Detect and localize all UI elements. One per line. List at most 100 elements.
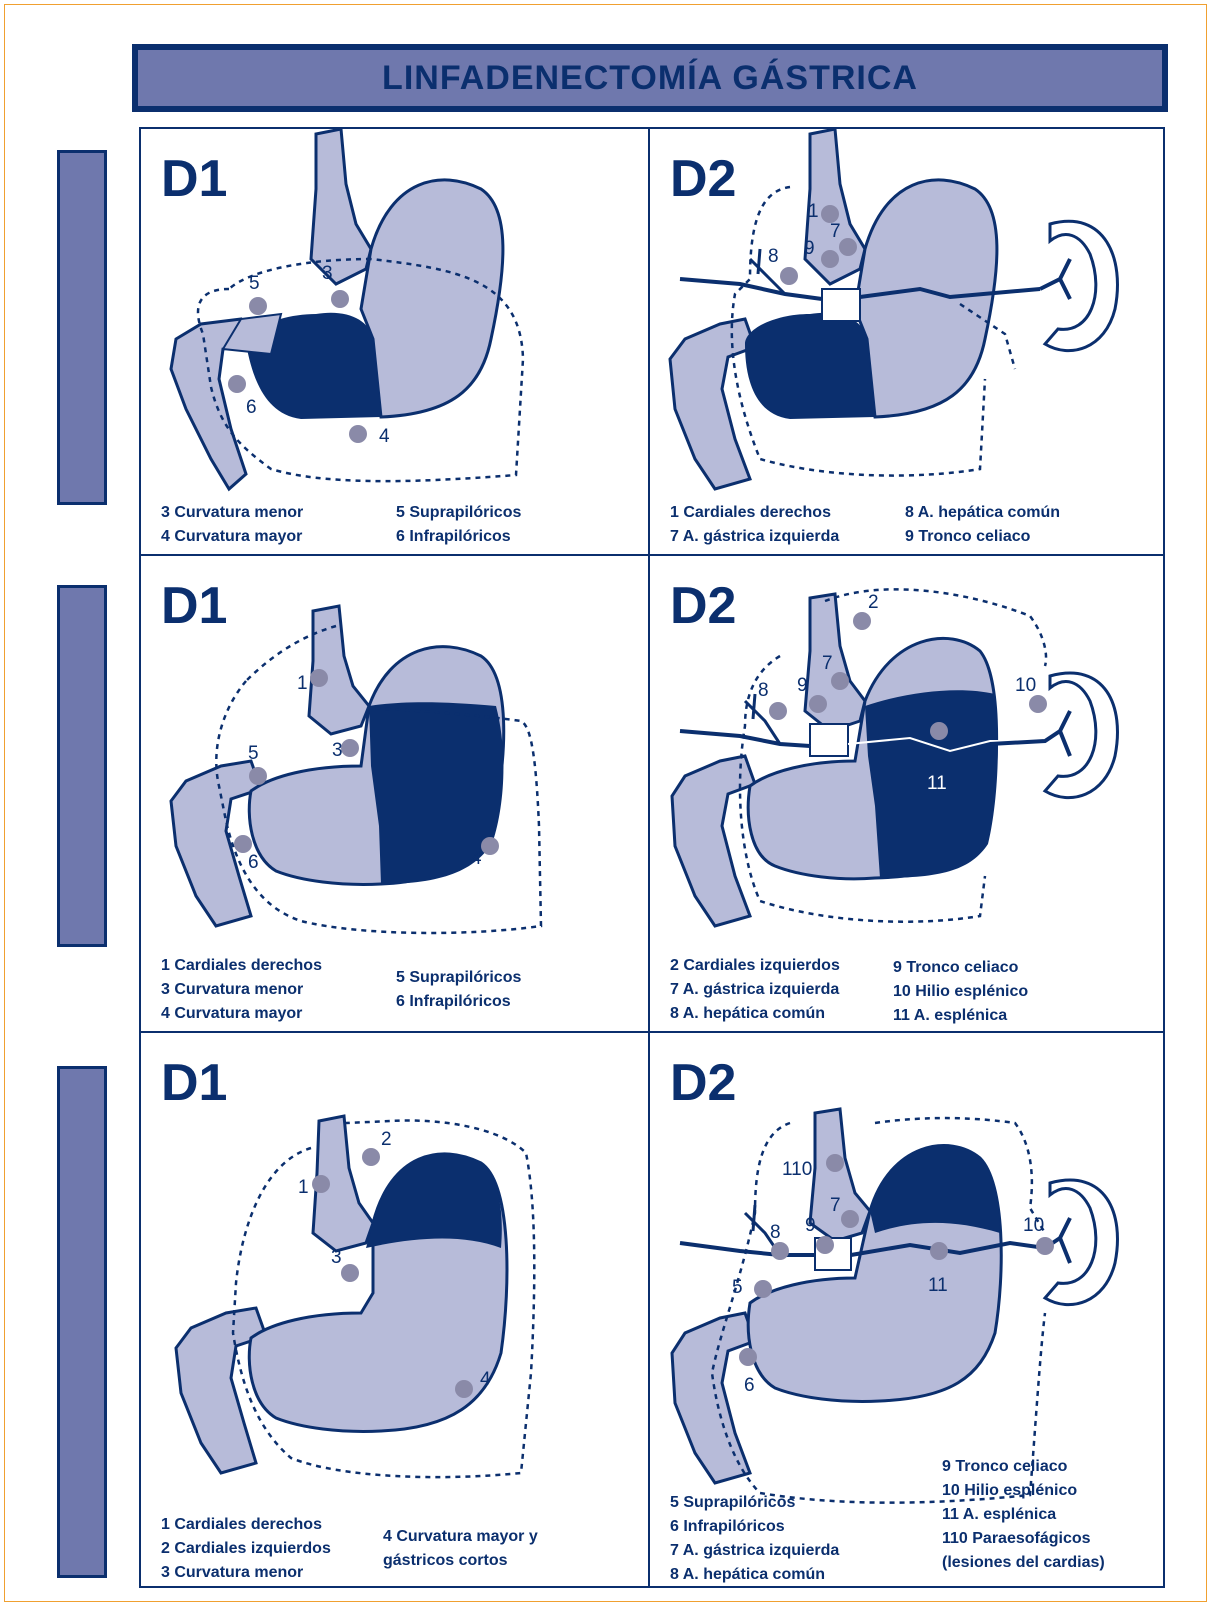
legend-item: 4 Curvatura mayor — [161, 525, 303, 549]
legend-item: 11 A. esplénica — [942, 1503, 1105, 1527]
node-label: 9 — [805, 1215, 816, 1236]
panel-r1-d2: 1 7 9 8 D2 1 Cardiales derechos 7 A. gás… — [650, 129, 1155, 554]
lymph-node-110 — [826, 1154, 844, 1172]
legend-item: 6 Infrapilóricos — [396, 990, 521, 1014]
legend-item: 7 A. gástrica izquierda — [670, 1539, 839, 1563]
legend-item: 1 Cardiales derechos — [161, 954, 322, 978]
lymph-node-8 — [780, 267, 798, 285]
node-label: 8 — [758, 680, 769, 701]
panel-r1-d1: 3 5 6 4 D1 3 Curvatura menor 4 Curvatura… — [141, 129, 646, 554]
panel-r2-d2: 2 7 8 9 10 11 D2 2 Cardiales izquierdos … — [650, 556, 1155, 1031]
node-label: 10 — [1015, 675, 1036, 696]
legend-item: 7 A. gástrica izquierda — [670, 978, 840, 1002]
lymph-node-3 — [341, 1264, 359, 1282]
node-label: 6 — [248, 852, 259, 873]
legend-item: 7 A. gástrica izquierda — [670, 525, 839, 549]
legend-item: 3 Curvatura menor — [161, 501, 303, 525]
panel-label: D2 — [670, 149, 736, 209]
legend-item: 11 A. esplénica — [893, 1004, 1028, 1028]
lymph-node-5 — [249, 297, 267, 315]
lymph-node-11 — [930, 1242, 948, 1260]
node-label: 11 — [927, 773, 947, 794]
legend-right: 5 Suprapilóricos 6 Infrapilóricos — [396, 501, 521, 549]
node-label: 1 — [298, 1177, 309, 1198]
panel-label: D1 — [161, 149, 227, 209]
node-label: 8 — [770, 1222, 781, 1243]
legend-left: 1 Cardiales derechos 7 A. gástrica izqui… — [670, 501, 839, 549]
node-label: 6 — [246, 397, 257, 418]
lymph-node-1 — [310, 669, 328, 687]
legend-right: 8 A. hepática común 9 Tronco celiaco — [905, 501, 1060, 549]
legend-right: 4 Curvatura mayor y gástricos cortos — [383, 1525, 538, 1573]
lymph-node-5 — [754, 1280, 772, 1298]
node-label: 4 — [480, 1369, 491, 1390]
row-marker-1 — [57, 150, 107, 505]
node-label: 9 — [797, 675, 808, 696]
node-label: 5 — [248, 743, 259, 764]
node-label: 4 — [379, 426, 390, 447]
legend-right: 9 Tronco celiaco 10 Hilio esplénico 11 A… — [893, 956, 1028, 1028]
diagram-grid: 3 5 6 4 D1 3 Curvatura menor 4 Curvatura… — [139, 127, 1165, 1588]
lymph-node-6 — [739, 1348, 757, 1366]
lymph-node-3 — [341, 739, 359, 757]
lymph-node-7 — [831, 672, 849, 690]
panel-r3-d2: 110 8 9 7 10 5 11 6 D2 5 Suprapilóricos … — [650, 1033, 1155, 1588]
legend-item: 110 Paraesofágicos — [942, 1527, 1105, 1551]
legend-item: 3 Curvatura menor — [161, 1561, 331, 1585]
panel-label: D2 — [670, 1053, 736, 1113]
lymph-node-8 — [769, 702, 787, 720]
lymph-node-3 — [331, 290, 349, 308]
legend-item: 5 Suprapilóricos — [670, 1491, 839, 1515]
node-label: 3 — [332, 740, 343, 761]
node-label: 10 — [1023, 1215, 1044, 1236]
node-label: 5 — [732, 1277, 743, 1298]
node-label: 7 — [822, 653, 833, 674]
lymph-node-8 — [771, 1242, 789, 1260]
stomach-diagram: 2 1 3 4 — [141, 1033, 646, 1588]
title-banner: LINFADENECTOMÍA GÁSTRICA — [132, 44, 1168, 112]
legend-item: 2 Cardiales izquierdos — [670, 954, 840, 978]
lymph-node-2 — [362, 1148, 380, 1166]
lymph-node-9 — [816, 1236, 834, 1254]
legend-item: 4 Curvatura mayor y — [383, 1525, 538, 1549]
legend-left: 5 Suprapilóricos 6 Infrapilóricos 7 A. g… — [670, 1491, 839, 1587]
legend-right: 5 Suprapilóricos 6 Infrapilóricos — [396, 966, 521, 1014]
lymph-node-10 — [1036, 1237, 1054, 1255]
lymph-node-6 — [228, 375, 246, 393]
lymph-node-11 — [930, 722, 948, 740]
lymph-node-4 — [349, 425, 367, 443]
node-label: 5 — [249, 273, 260, 294]
legend-item: 6 Infrapilóricos — [670, 1515, 839, 1539]
legend-item: 9 Tronco celiaco — [905, 525, 1060, 549]
lymph-node-4 — [455, 1380, 473, 1398]
node-label: 1 — [808, 201, 819, 222]
panel-r2-d1: 1 5 3 6 4 D1 1 Cardiales derechos 3 Curv… — [141, 556, 646, 1031]
row-marker-2 — [57, 585, 107, 947]
legend-left: 1 Cardiales derechos 2 Cardiales izquier… — [161, 1513, 331, 1585]
legend-left: 3 Curvatura menor 4 Curvatura mayor — [161, 501, 303, 549]
legend-item: 3 Curvatura menor — [161, 978, 322, 1002]
panel-label: D1 — [161, 1053, 227, 1113]
node-label: 2 — [381, 1129, 392, 1150]
legend-left: 1 Cardiales derechos 3 Curvatura menor 4… — [161, 954, 322, 1026]
node-label: 9 — [804, 238, 815, 259]
legend-item: 9 Tronco celiaco — [893, 956, 1028, 980]
node-label: 1 — [297, 673, 308, 694]
node-label: 4 — [471, 848, 482, 869]
lymph-node-9 — [821, 250, 839, 268]
legend-item: 10 Hilio esplénico — [942, 1479, 1105, 1503]
lymph-node-2 — [853, 612, 871, 630]
legend-item: 8 A. hepática común — [670, 1002, 840, 1026]
node-label: 3 — [331, 1247, 342, 1268]
lymph-node-10 — [1029, 695, 1047, 713]
legend-item: 9 Tronco celiaco — [942, 1455, 1105, 1479]
node-label: 7 — [830, 221, 841, 242]
lymph-node-7 — [839, 238, 857, 256]
lymph-node-4 — [481, 837, 499, 855]
page-title: LINFADENECTOMÍA GÁSTRICA — [382, 59, 918, 98]
node-label: 11 — [928, 1275, 948, 1296]
lymph-node-1 — [312, 1175, 330, 1193]
legend-right: 9 Tronco celiaco 10 Hilio esplénico 11 A… — [942, 1455, 1105, 1575]
node-label: 2 — [868, 592, 879, 613]
legend-item: 1 Cardiales derechos — [670, 501, 839, 525]
